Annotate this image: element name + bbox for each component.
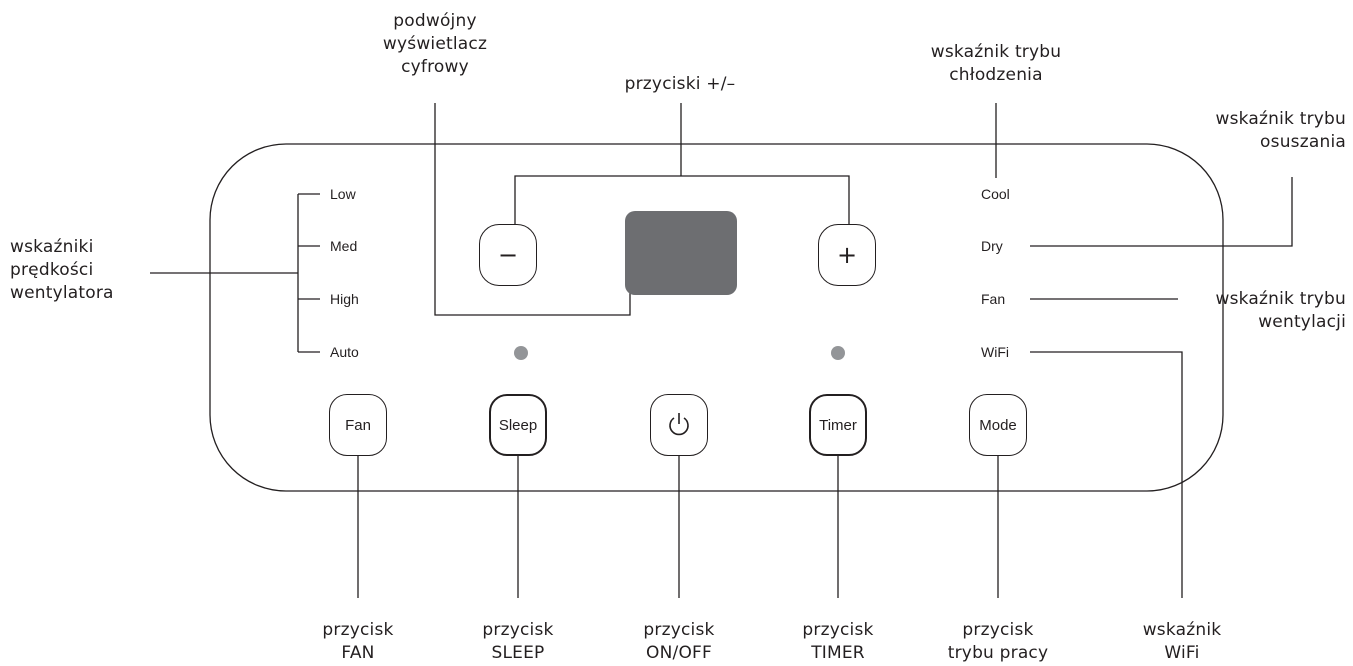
callout-fan-button: przycisk FAN [322,620,394,663]
minus-icon: − [497,241,519,269]
callout-display: podwójny wyświetlacz cyfrowy [382,11,488,77]
mode-button[interactable]: Mode [969,394,1027,456]
wifi-leader [1030,351,1183,598]
callout-cool-mode: wskaźnik trybu chłodzenia [930,42,1062,85]
indicator-fan-mode: Fan [981,291,1006,307]
display-leader [434,103,631,316]
callout-timer-button: przycisk TIMER [802,620,874,663]
indicator-wifi: WiFi [981,344,1009,360]
plus-icon: + [836,241,858,269]
plus-minus-bracket [514,175,850,224]
indicator-dry: Dry [981,238,1003,254]
callout-dry-mode: wskaźnik trybu osuszania [1215,109,1346,152]
callout-mode-button: przycisk trybu pracy [947,620,1049,663]
power-icon [669,413,689,436]
fan-button-label: Fan [345,416,371,434]
sleep-led [514,346,528,360]
indicator-cool: Cool [981,186,1010,202]
plus-button[interactable]: + [818,224,876,286]
timer-button-label: Timer [819,416,857,434]
indicator-high: High [330,291,359,307]
callout-wifi: wskaźnik WiFi [1142,620,1222,663]
fan-button[interactable]: Fan [329,394,387,456]
power-button[interactable] [650,394,708,456]
callout-plus-minus: przyciski +/– [624,74,736,94]
dual-digital-display [625,211,737,295]
indicator-med: Med [330,238,358,254]
callout-sleep-button: przycisk SLEEP [482,620,554,663]
callout-fan-mode: wskaźnik trybu wentylacji [1215,289,1346,332]
timer-led [831,346,845,360]
indicator-auto: Auto [330,344,359,360]
callout-power-button: przycisk ON/OFF [643,620,715,663]
indicator-low: Low [330,186,356,202]
sleep-button-label: Sleep [498,416,538,434]
timer-button[interactable]: Timer [809,394,867,456]
panel-outline [209,143,1224,492]
minus-button[interactable]: − [479,224,537,286]
sleep-button[interactable]: Sleep [489,394,547,456]
dry-leader [1030,177,1293,247]
mode-button-label: Mode [979,416,1017,434]
callout-fan-speed: wskaźniki prędkości wentylatora [10,237,114,303]
